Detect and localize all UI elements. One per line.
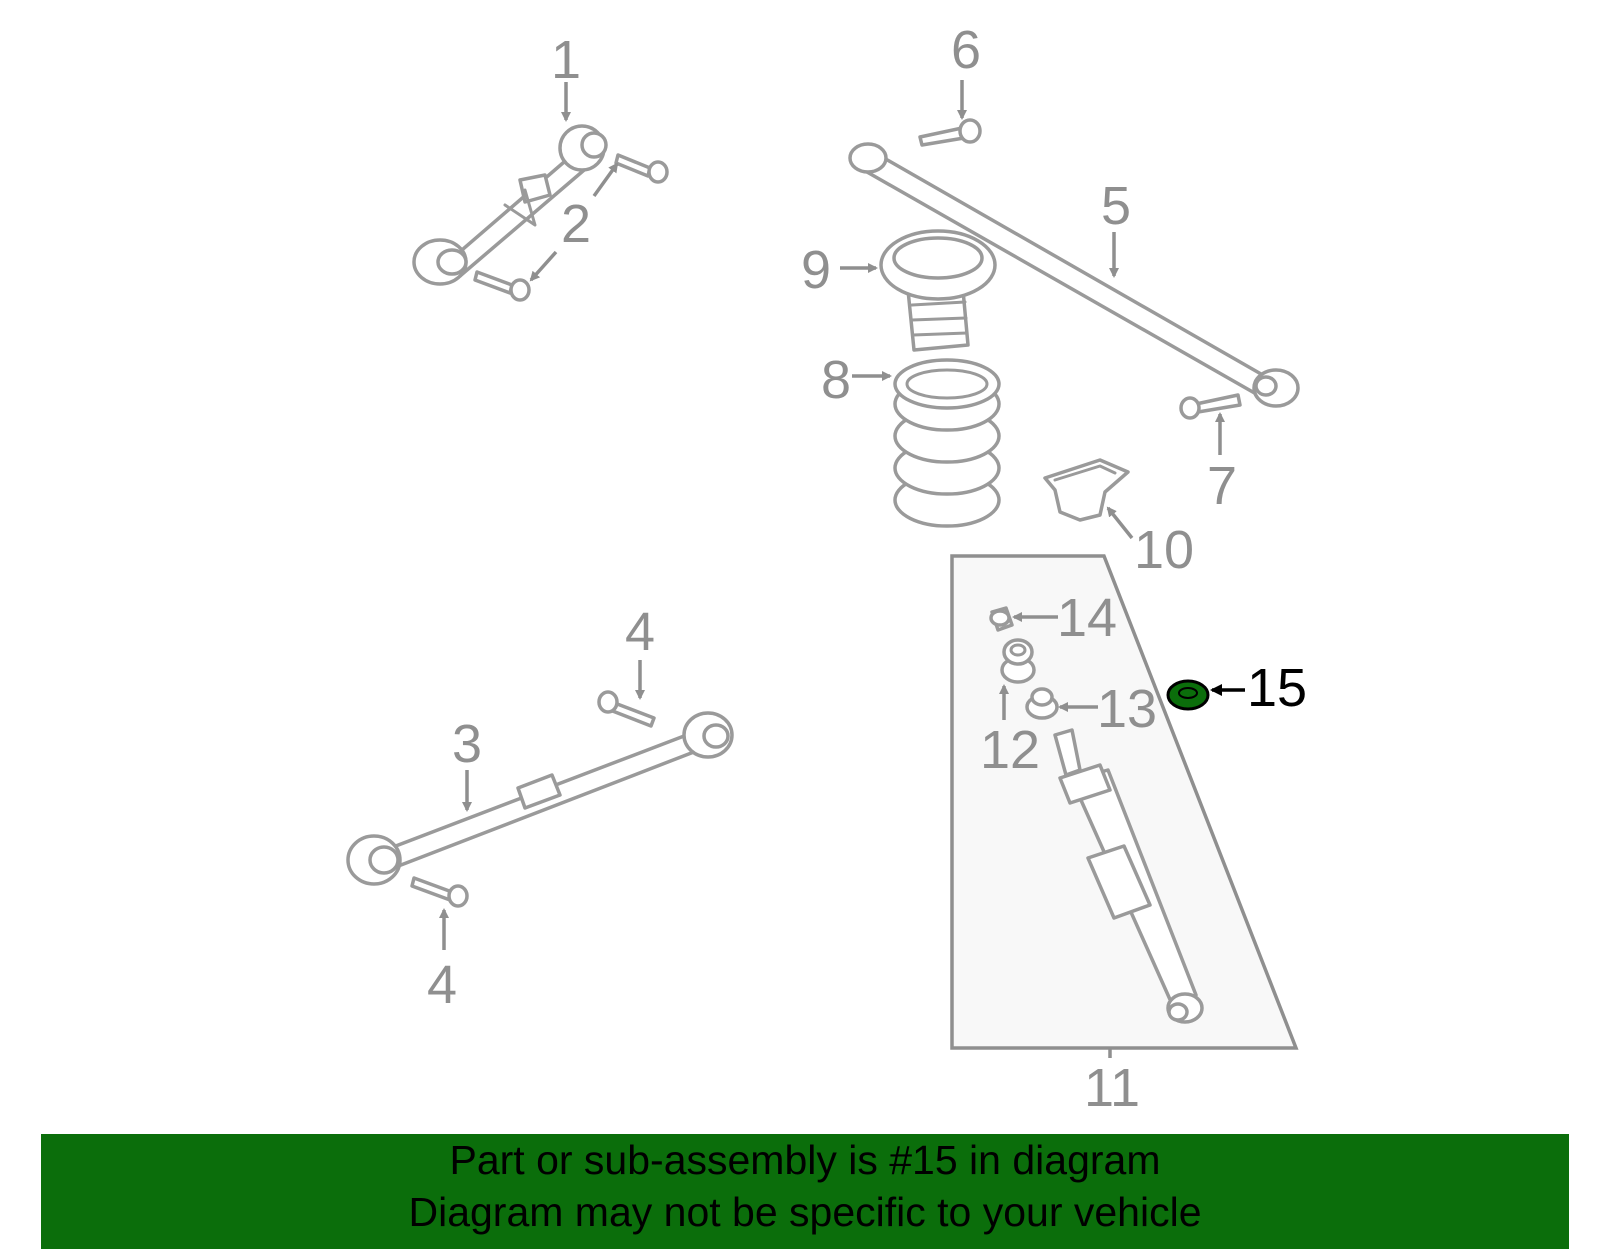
part-5-lateral-rod[interactable] xyxy=(848,142,1300,408)
callout-4-top: 4 xyxy=(625,602,655,662)
part-15-highlighted[interactable] xyxy=(1166,679,1210,711)
part-3-lower-control-arm[interactable] xyxy=(346,711,734,886)
part-6-bolt[interactable] xyxy=(918,118,982,147)
part-13-retainer[interactable] xyxy=(1025,687,1059,720)
part-2-bolts[interactable] xyxy=(473,153,669,302)
callout-arrows xyxy=(439,80,1245,950)
part-8-coil-spring[interactable] xyxy=(893,358,1001,528)
part-10-bracket[interactable] xyxy=(1043,458,1130,522)
callout-3: 3 xyxy=(452,714,482,774)
part-14-nut[interactable] xyxy=(989,606,1014,632)
part-7-bolt[interactable] xyxy=(1179,393,1242,420)
callout-13: 13 xyxy=(1097,679,1157,739)
callout-12: 12 xyxy=(980,720,1040,780)
callout-10: 10 xyxy=(1134,520,1194,580)
callout-9: 9 xyxy=(801,240,831,300)
part-1-upper-control-arm[interactable] xyxy=(412,124,608,286)
callout-7: 7 xyxy=(1207,456,1237,516)
diagram-canvas: 1 2 3 4 4 5 6 7 8 9 10 11 12 13 14 15 xyxy=(346,20,1307,1118)
part-9-bump-stop[interactable] xyxy=(879,229,997,352)
callout-6: 6 xyxy=(951,20,981,80)
banner-line-1: Part or sub-assembly is #15 in diagram xyxy=(449,1137,1161,1183)
callout-8: 8 xyxy=(821,350,851,410)
callout-5: 5 xyxy=(1101,176,1131,236)
part-4-bolts[interactable] xyxy=(410,690,656,908)
info-banner: Part or sub-assembly is #15 in diagram D… xyxy=(41,1134,1569,1249)
part-11-shock-absorber-group[interactable] xyxy=(950,554,1299,1058)
callout-2: 2 xyxy=(561,194,591,254)
banner-line-2: Diagram may not be specific to your vehi… xyxy=(408,1189,1202,1235)
callout-11: 11 xyxy=(1084,1058,1140,1118)
callout-1: 1 xyxy=(551,30,581,90)
callout-4-bottom: 4 xyxy=(427,955,457,1015)
callout-15: 15 xyxy=(1247,658,1307,718)
callout-14: 14 xyxy=(1057,588,1117,648)
callout-labels: 1 2 3 4 4 5 6 7 8 9 10 11 12 13 14 15 xyxy=(427,20,1307,1118)
part-12-cushion[interactable] xyxy=(1000,638,1036,684)
